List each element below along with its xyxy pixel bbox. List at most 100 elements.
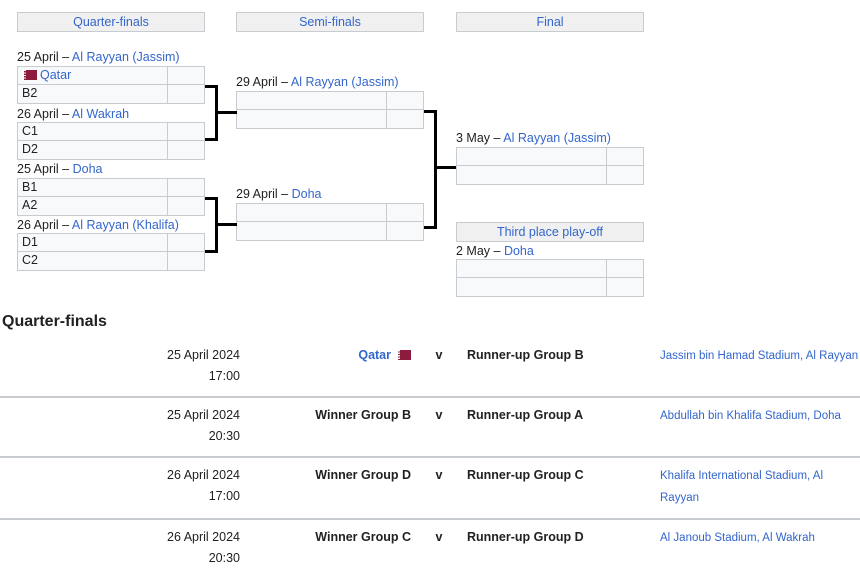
round-header-label[interactable]: Quarter-finals [73,15,149,29]
schedule-venue-link[interactable]: Jassim bin Hamad Stadium, Al Rayyan [660,350,859,362]
schedule-table: 25 April 2024 17:00 Qatar v Runner-up Gr… [0,338,860,578]
bracket-match-row[interactable] [456,147,644,166]
schedule-datetime-cell: 25 April 2024 20:30 [0,396,246,457]
schedule-date: 25 April 2024 [167,408,240,422]
bracket-score-cell [168,67,204,84]
bracket-match-row[interactable] [236,110,424,129]
match-dash: – [58,107,72,121]
match-venue-link[interactable]: Al Rayyan (Jassim) [503,131,611,145]
bracket-score-cell [607,278,643,296]
bracket-score-cell [168,123,204,140]
bracket-score-cell [168,85,204,103]
bracket-match-qf3: B1 A2 [17,178,205,216]
bracket-match-qf1: Qatar B2 [17,66,205,104]
bracket-match-row[interactable]: B1 [17,178,205,197]
bracket-match-row[interactable]: Qatar [17,66,205,85]
bracket-team-cell: C2 [18,252,168,270]
table-row[interactable]: 26 April 2024 17:00 Winner Group D v Run… [0,456,860,519]
bracket-match-row[interactable]: A2 [17,197,205,216]
bracket-score-cell [387,204,423,221]
match-date: 25 April [17,162,59,176]
match-label-sf2: 29 April – Doha [236,187,322,201]
qatar-flag-icon [22,70,37,80]
schedule-venue-cell: Khalifa International Stadium, Al Rayyan [652,456,860,519]
bracket-match-row[interactable]: D1 [17,233,205,252]
round-header-quarter-finals[interactable]: Quarter-finals [17,12,205,32]
bracket-team-cell [237,204,387,221]
match-dash: – [490,244,504,258]
table-row[interactable]: 25 April 2024 20:30 Winner Group B v Run… [0,396,860,457]
match-dash: – [277,75,291,89]
bracket-match-qf2: C1 D2 [17,122,205,160]
schedule-time: 20:30 [208,429,240,443]
match-label-final: 3 May – Al Rayyan (Jassim) [456,131,611,145]
match-venue-link[interactable]: Al Rayyan (Khalifa) [71,218,179,232]
schedule-venue-cell: Jassim bin Hamad Stadium, Al Rayyan [652,338,860,397]
bracket-connector-line [424,110,437,113]
bracket-score-cell [607,260,643,277]
bracket-connector-line [205,138,218,141]
schedule-vs-cell: v [415,518,463,578]
bracket-team-cell [237,92,387,109]
bracket-match-row[interactable]: C1 [17,122,205,141]
bracket-team-cell: B1 [18,179,168,196]
bracket-match-row[interactable]: D2 [17,141,205,160]
schedule-datetime-cell: 25 April 2024 17:00 [0,338,246,397]
bracket-connector-line [205,85,218,88]
bracket-score-cell [387,92,423,109]
bracket-score-cell [168,179,204,196]
bracket-team-name[interactable]: Qatar [40,68,72,82]
schedule-datetime-cell: 26 April 2024 20:30 [0,518,246,578]
round-header-semi-finals[interactable]: Semi-finals [236,12,424,32]
bracket-team-cell [457,278,607,296]
schedule-heading: Quarter-finals [2,313,107,330]
bracket-team-cell: B2 [18,85,168,103]
schedule-away-cell: Runner-up Group C [463,456,652,519]
match-label-sf1: 29 April – Al Rayyan (Jassim) [236,75,399,89]
bracket-score-cell [168,252,204,270]
table-row[interactable]: 26 April 2024 20:30 Winner Group C v Run… [0,518,860,578]
match-venue-link[interactable]: Doha [291,187,322,201]
round-header-label[interactable]: Semi-finals [299,15,361,29]
bracket-match-row[interactable] [456,278,644,297]
schedule-home-cell: Qatar [246,338,415,397]
bracket-match-row[interactable] [236,91,424,110]
schedule-time: 20:30 [208,551,240,565]
schedule-away-cell: Runner-up Group A [463,396,652,457]
bracket-match-third-place [456,259,644,297]
schedule-venue-cell: Al Janoub Stadium, Al Wakrah [652,518,860,578]
bracket-match-row[interactable] [456,166,644,185]
match-dash: – [490,131,504,145]
schedule-home-team[interactable]: Qatar [358,348,391,362]
schedule-venue-link[interactable]: Abdullah bin Khalifa Stadium, Doha [660,410,841,422]
match-venue-link[interactable]: Al Rayyan (Jassim) [290,75,399,89]
schedule-venue-link[interactable]: Khalifa International Stadium, Al Rayyan [660,470,824,504]
round-header-third-place[interactable]: Third place play-off [456,222,644,242]
match-venue-link[interactable]: Doha [503,244,534,258]
bracket-match-row[interactable]: B2 [17,85,205,104]
match-date: 25 April [17,50,59,64]
bracket-connector-line [434,166,456,169]
bracket-connector-line [424,226,437,229]
bracket-match-sf2 [236,203,424,241]
round-header-label[interactable]: Final [536,15,564,29]
match-venue-link[interactable]: Al Wakrah [71,107,130,121]
schedule-time: 17:00 [208,489,240,503]
match-venue-link[interactable]: Doha [72,162,103,176]
bracket-score-cell [168,234,204,251]
match-dash: – [277,187,292,201]
bracket-score-cell [387,110,423,128]
bracket-match-row[interactable]: C2 [17,252,205,271]
schedule-home-cell: Winner Group B [246,396,415,457]
match-dash: – [58,162,73,176]
round-header-label[interactable]: Third place play-off [496,225,604,239]
bracket-match-row[interactable] [456,259,644,278]
bracket-team-cell [457,148,607,165]
match-label-qf3: 25 April – Doha [17,162,103,176]
bracket-score-cell [168,197,204,215]
bracket-match-row[interactable] [236,222,424,241]
match-venue-link[interactable]: Al Rayyan (Jassim) [71,50,180,64]
bracket-match-row[interactable] [236,203,424,222]
table-row[interactable]: 25 April 2024 17:00 Qatar v Runner-up Gr… [0,338,860,397]
round-header-final[interactable]: Final [456,12,644,32]
